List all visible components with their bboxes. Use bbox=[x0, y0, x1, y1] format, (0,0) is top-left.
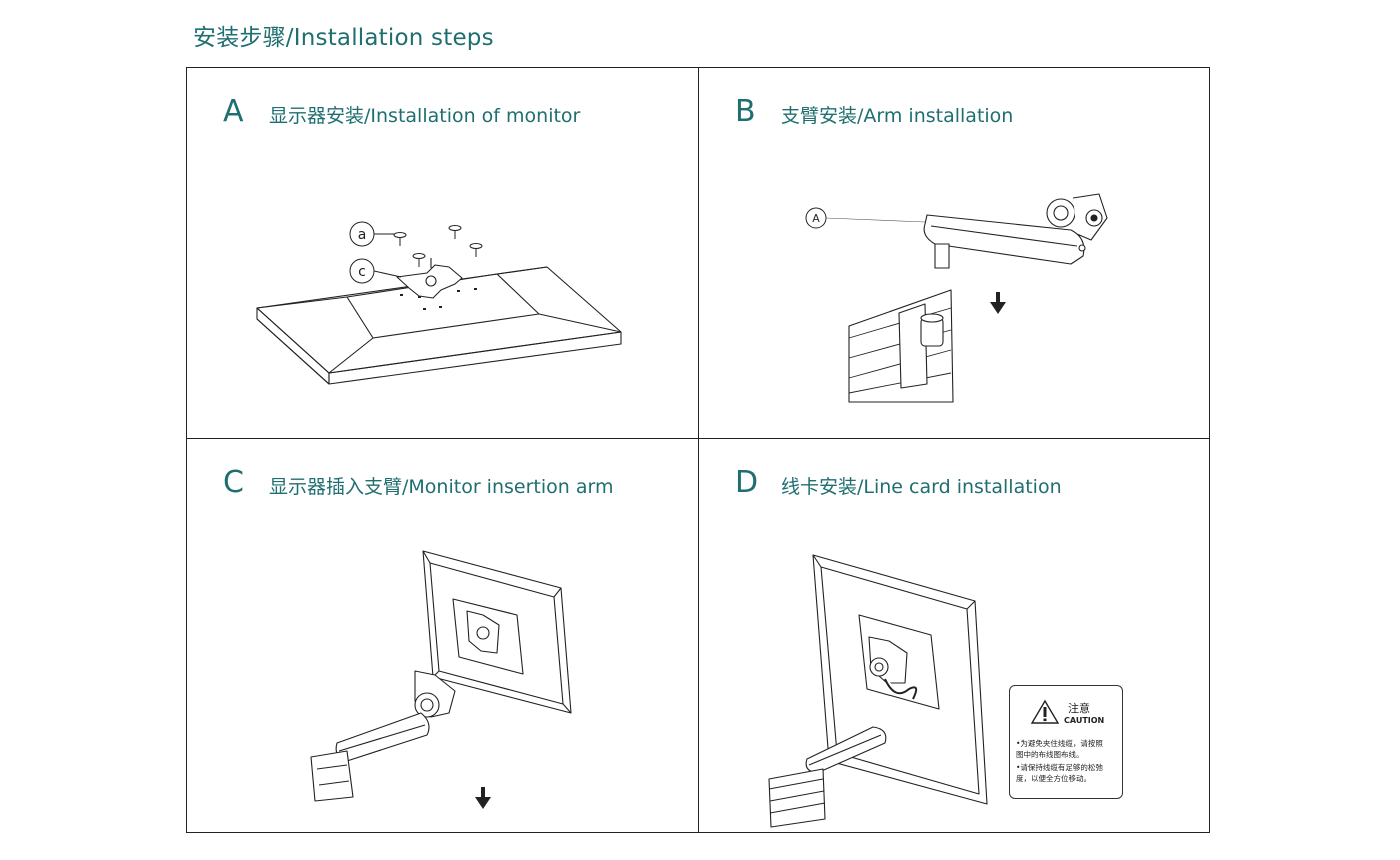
monitor-face-down-illustration: a c bbox=[256, 221, 622, 385]
step-a-letter: A bbox=[223, 94, 244, 129]
step-a-panel: A 显示器安装/Installation of monitor bbox=[187, 68, 699, 439]
caution-title-en: CAUTION bbox=[1064, 716, 1105, 725]
step-b-letter: B bbox=[735, 94, 756, 129]
caution-title-cn: 注意 bbox=[1068, 702, 1090, 715]
callout-a-label: a bbox=[358, 227, 367, 243]
step-a-heading: 显示器安装/Installation of monitor bbox=[269, 105, 581, 127]
callout-c-label: c bbox=[358, 264, 366, 280]
step-d-panel: D 线卡安装/Line card installation bbox=[699, 439, 1209, 832]
caution-line: •请保持线缆有足够的松弛 bbox=[1016, 763, 1103, 772]
monitor-insertion-illustration bbox=[310, 550, 572, 809]
down-arrow-icon bbox=[990, 292, 1006, 314]
step-d-heading: 线卡安装/Line card installation bbox=[781, 476, 1062, 498]
step-b-panel: B 支臂安装/Arm installation bbox=[699, 68, 1209, 439]
line-card-illustration bbox=[768, 554, 988, 828]
caution-notice: 注意 CAUTION •为避免夹住线缆，请按照 图中的布线图布线。 •请保持线缆… bbox=[1009, 685, 1123, 799]
arm-installation-illustration: A bbox=[805, 193, 1108, 403]
step-b-heading: 支臂安装/Arm installation bbox=[781, 105, 1014, 127]
page-title: 安装步骤/Installation steps bbox=[193, 25, 494, 51]
warning-triangle-icon bbox=[1030, 699, 1060, 724]
steps-grid: A 显示器安装/Installation of monitor bbox=[186, 67, 1210, 833]
step-c-letter: C bbox=[223, 465, 244, 500]
caution-line: 图中的布线图布线。 bbox=[1016, 750, 1084, 759]
caution-line: 度，以便全方位移动。 bbox=[1016, 774, 1091, 783]
step-d-letter: D bbox=[735, 465, 759, 500]
caution-line: •为避免夹住线缆，请按照 bbox=[1016, 739, 1103, 748]
callout-a-arm-label: A bbox=[812, 212, 820, 225]
step-c-panel: C 显示器插入支臂/Monitor insertion arm bbox=[187, 439, 699, 832]
down-arrow-icon bbox=[475, 787, 491, 809]
step-c-heading: 显示器插入支臂/Monitor insertion arm bbox=[269, 476, 614, 498]
